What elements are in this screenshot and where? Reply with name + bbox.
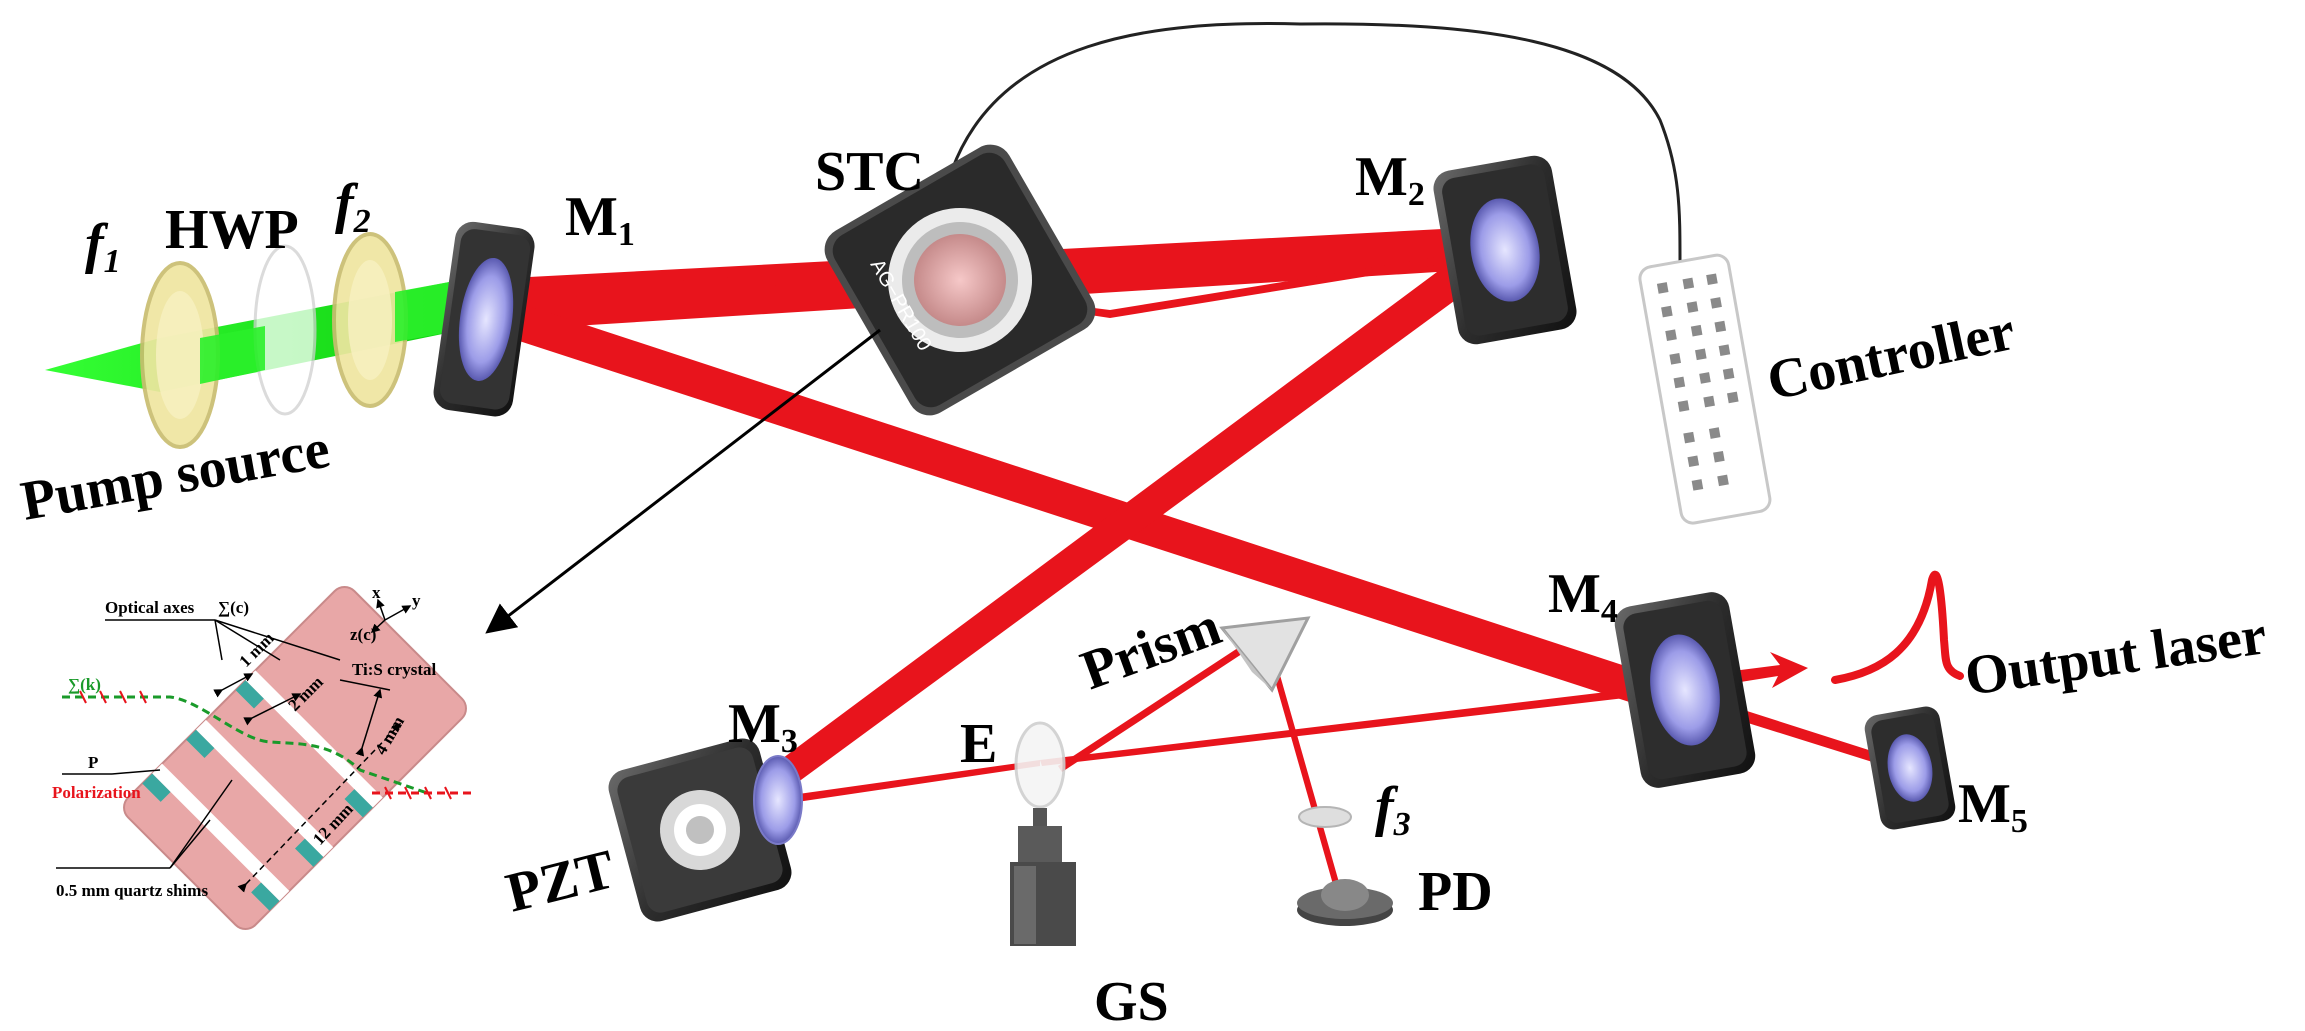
stc-rotation-stage: AG−PR100 xyxy=(824,144,1096,416)
inset-ti-s-crystal: Ti:S crystal xyxy=(352,660,436,679)
output-pulse-icon xyxy=(1831,570,1964,684)
axis-triad xyxy=(370,598,412,634)
label-m5: M5 xyxy=(1958,773,2028,840)
gs-device xyxy=(1010,808,1076,946)
label-m1: M1 xyxy=(565,186,635,253)
photodiode-pd xyxy=(1297,879,1393,926)
inset-quartz-shims: 0.5 mm quartz shims xyxy=(56,881,208,900)
inset-p: P xyxy=(88,753,98,772)
pump-source xyxy=(45,232,462,449)
pzt-mount xyxy=(608,738,792,922)
beam-splitter-e xyxy=(1014,721,1066,809)
label-f1: f1 xyxy=(85,213,121,280)
inset-polarization: Polarization xyxy=(52,783,141,802)
output-laser-arrow xyxy=(1725,652,1808,688)
inset-sigma-k: ∑(k) xyxy=(68,675,101,694)
label-hwp: HWP xyxy=(165,199,299,261)
inset-axis-zc: z(c) xyxy=(350,625,376,644)
label-output-laser: Output laser xyxy=(1961,604,2270,708)
controller-cable xyxy=(950,22,1682,263)
label-f2: f2 xyxy=(335,173,371,240)
crystal-inset: Optical axes ∑(c) ∑(k) Ti:S crystal P Po… xyxy=(52,583,472,930)
controller-device xyxy=(1638,253,1772,525)
laser-beams xyxy=(510,226,1900,902)
inset-axis-x: x xyxy=(372,583,381,602)
inset-axis-y: y xyxy=(412,591,421,610)
mirror-m1 xyxy=(433,221,535,417)
mirror-m4 xyxy=(1614,592,1756,788)
mirror-m3 xyxy=(753,755,803,845)
label-f3: f3 xyxy=(1375,776,1411,843)
mirror-m5 xyxy=(1864,706,1956,830)
label-e: E xyxy=(960,713,997,775)
label-pd: PD xyxy=(1418,861,1493,923)
label-controller: Controller xyxy=(1762,300,2020,413)
inset-sigma-c: ∑(c) xyxy=(218,598,249,617)
mirror-m2 xyxy=(1433,155,1577,345)
lens-f3-icon xyxy=(1298,806,1352,828)
label-pzt: PZT xyxy=(500,838,621,925)
label-m4: M4 xyxy=(1548,563,1618,630)
label-m2: M2 xyxy=(1355,146,1425,213)
prism xyxy=(1219,616,1311,693)
zoom-arrow xyxy=(485,328,881,634)
label-stc: STC xyxy=(815,141,924,203)
label-m3: M3 xyxy=(728,693,798,760)
label-gs: GS xyxy=(1094,971,1169,1031)
inset-optical-axes: Optical axes xyxy=(105,598,195,617)
label-prism: Prism xyxy=(1073,595,1229,702)
